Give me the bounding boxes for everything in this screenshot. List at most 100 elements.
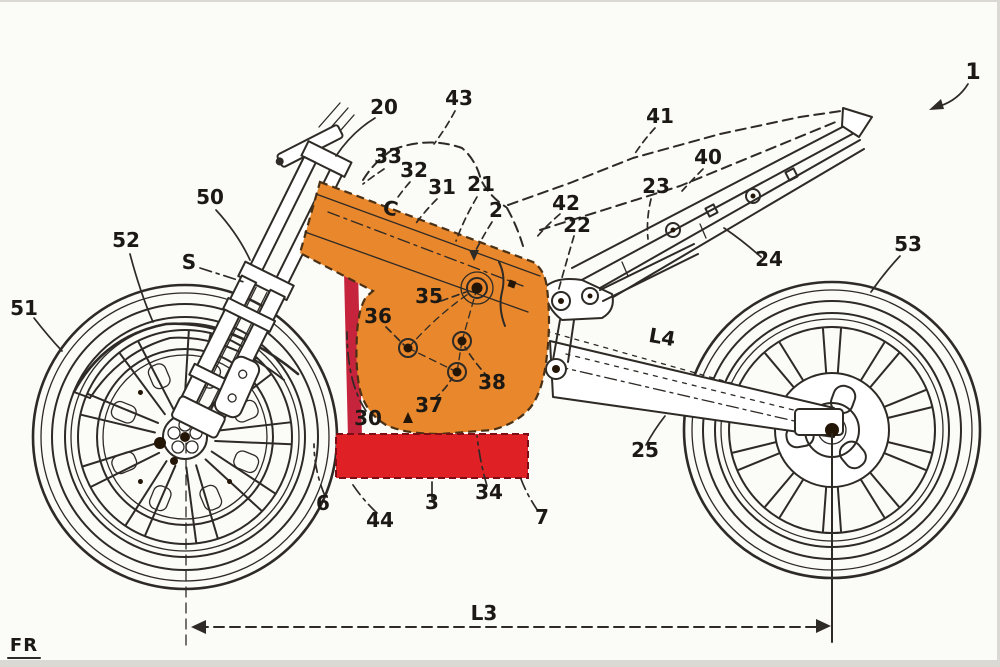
ref-label-51: 51 (10, 296, 38, 320)
front-wheel (31, 283, 339, 591)
leader-32 (395, 181, 411, 201)
highlight-orange-unit (298, 180, 551, 436)
leader-52 (129, 253, 154, 323)
lower-clamp (237, 260, 295, 302)
leader-20 (335, 117, 376, 157)
orange-body (298, 180, 551, 436)
ref-label-44: 44 (366, 508, 394, 532)
leader-24 (723, 227, 762, 258)
arrow-up-marker (403, 412, 413, 423)
ref-label-C: C (381, 195, 400, 222)
leader-lines (33, 83, 969, 514)
bodywork-dashed-outline (362, 110, 842, 247)
ref-label-40: 40 (694, 145, 722, 169)
subframe-strut (599, 243, 699, 302)
seat-outline-top (507, 110, 842, 206)
front-fork (171, 102, 355, 439)
leader-6 (313, 443, 326, 497)
L3-arrow-right (816, 619, 831, 633)
brake-caliper (213, 355, 261, 419)
seat-outline-front (506, 207, 524, 247)
tank-outline (391, 141, 507, 208)
ref-label-L3: L3 (471, 601, 498, 625)
leader-22 (557, 235, 575, 293)
ref-label-50: 50 (196, 185, 224, 209)
ref-label-31: 31 (428, 175, 456, 199)
leader-25 (645, 415, 666, 446)
leader-23 (646, 198, 652, 240)
leader-30 (346, 331, 367, 412)
ref-label-38: 38 (478, 370, 506, 394)
tank-outline-front (362, 149, 393, 181)
pivot-bracket (543, 278, 614, 321)
ref-label-35: 35 (415, 284, 443, 308)
leader-2-arrowhead (469, 250, 479, 261)
ref-label-6: 6 (316, 491, 330, 515)
leader-7 (520, 478, 539, 512)
top-clamp (300, 140, 353, 178)
ref-label-37: 37 (415, 393, 443, 417)
leader-51 (33, 317, 63, 352)
leader-S (199, 267, 248, 284)
leader-50 (215, 209, 251, 261)
seat-outline-inner (539, 120, 839, 231)
frame-axis-C (327, 211, 524, 287)
leader-42 (535, 213, 561, 239)
ref-label-20: 20 (370, 95, 398, 119)
seat-rail-lower (585, 139, 861, 297)
leader-53 (870, 255, 901, 293)
swingarm-axis-L4 (555, 365, 830, 430)
ref-label-36: 36 (364, 304, 392, 328)
ref-label-3: 3 (425, 490, 439, 514)
leader-31 (413, 198, 438, 227)
highlight-red-block (335, 433, 529, 479)
axle-clamp (171, 395, 226, 439)
ref-label-53: 53 (894, 232, 922, 256)
ref-label-FR: FR (10, 635, 38, 656)
leader-33 (362, 168, 385, 185)
ref-label-7: 7 (535, 505, 549, 529)
ref-label-S: S (182, 250, 196, 274)
leader-21 (455, 196, 478, 242)
rear-frame (543, 107, 873, 380)
ref-label-21: 21 (467, 172, 495, 196)
ref-label-33: 33 (374, 144, 402, 168)
ref-label-52: 52 (112, 228, 140, 252)
leader-36 (385, 326, 405, 346)
seat-rail-upper (571, 121, 853, 269)
bar-end (275, 157, 284, 166)
dimension-lines (7, 433, 833, 659)
ref-label-24: 24 (755, 247, 783, 271)
leader-38 (464, 346, 490, 379)
ref-label-43: 43 (445, 86, 473, 110)
leader-34 (476, 435, 488, 487)
leader-43 (433, 110, 456, 145)
ref-label-32: 32 (400, 158, 428, 182)
section-split (498, 261, 506, 327)
leader-1-arrowhead (929, 99, 944, 110)
ref-label-34: 34 (475, 480, 503, 504)
brake-disc (96, 348, 274, 526)
ref-label-22: 22 (563, 213, 591, 237)
leader-2 (475, 221, 493, 251)
leader-1 (939, 83, 969, 107)
ref-label-L4: L4 (647, 323, 677, 351)
L3-arrow-left (191, 620, 206, 634)
ref-label-25: 25 (631, 438, 659, 462)
pivot-struts (552, 319, 575, 363)
leader-44 (350, 481, 378, 514)
ref-label-2: 2 (489, 198, 503, 222)
tail-tip (841, 107, 873, 138)
ref-label-23: 23 (642, 174, 670, 198)
ref-label-41: 41 (646, 104, 674, 128)
ref-label-30: 30 (354, 406, 382, 430)
ref-label-1: 1 (965, 60, 980, 85)
leader-37 (433, 377, 453, 400)
leader-35 (440, 291, 467, 302)
swingarm (545, 330, 844, 438)
rear-axle (825, 423, 839, 437)
leader-41 (633, 127, 656, 156)
